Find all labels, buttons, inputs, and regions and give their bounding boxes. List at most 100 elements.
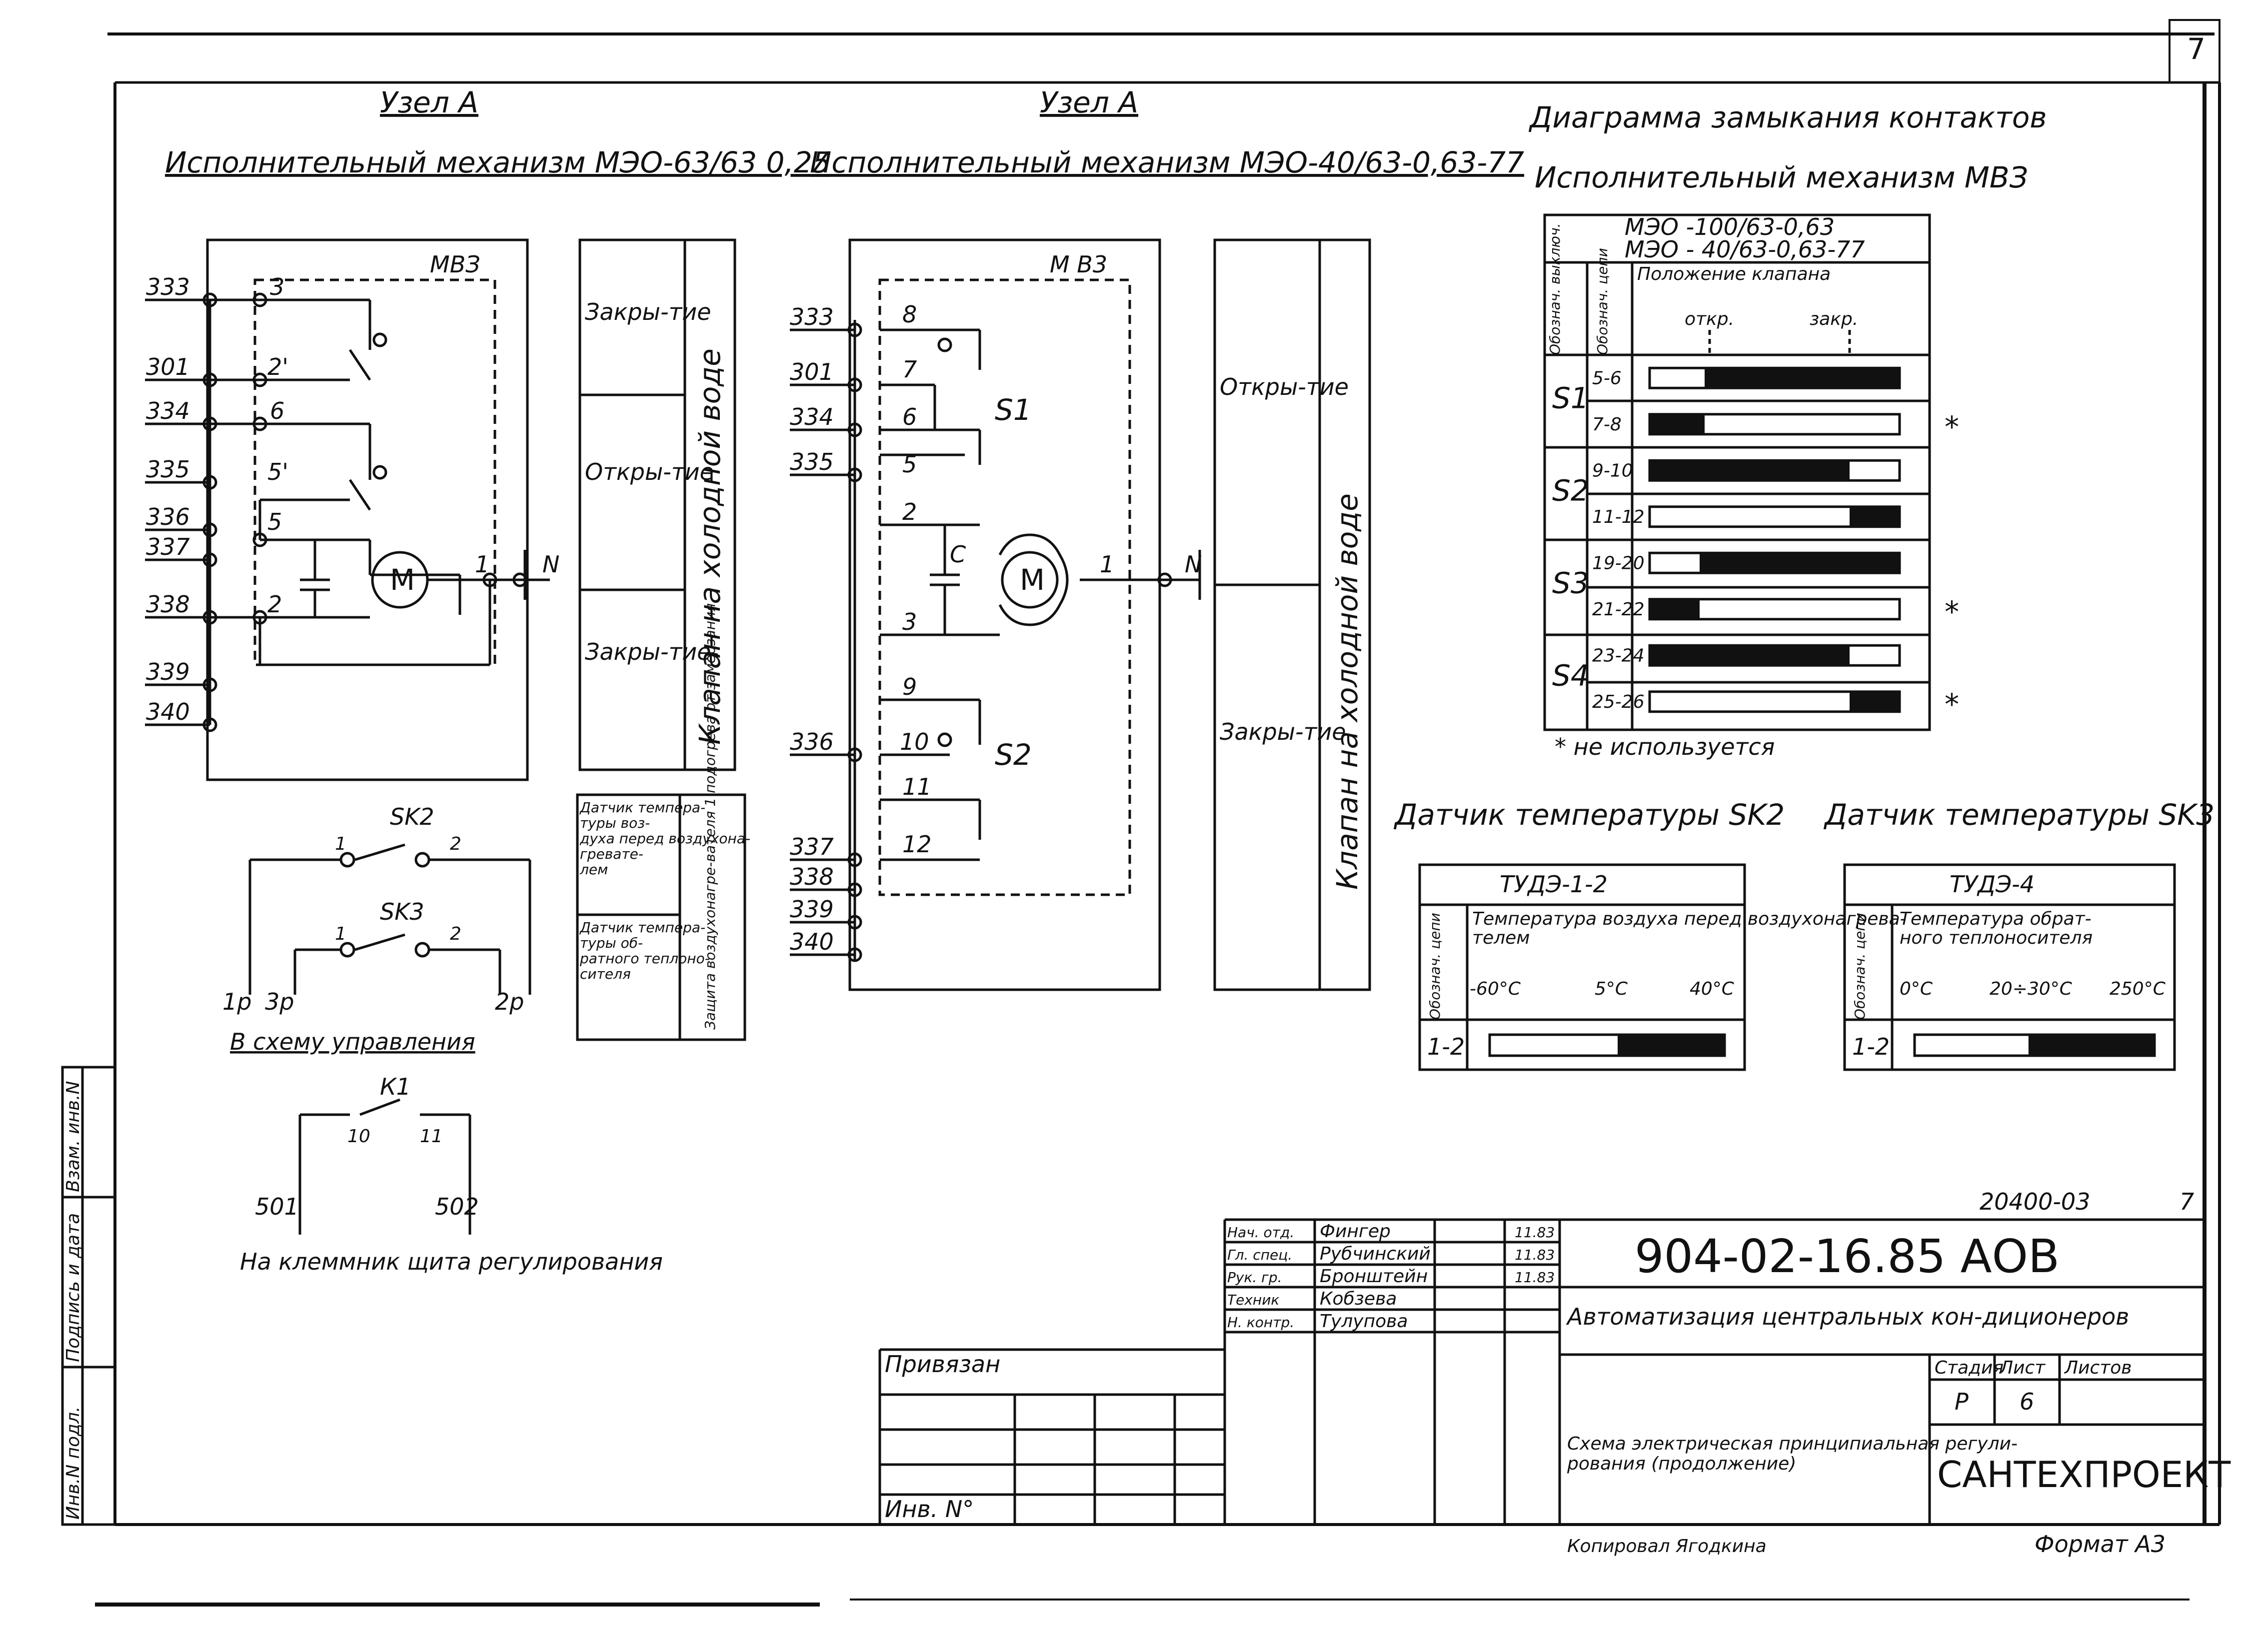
middle-legend-valve: Клапан на холодной воде: [1330, 493, 1364, 890]
inv-label: Инв. N°: [885, 1496, 974, 1523]
sk3-scale-max: 250°C: [2110, 979, 2166, 999]
contact-circuit-label: 11-12: [1592, 507, 1645, 527]
left-contact: 5': [267, 458, 288, 485]
model-2: МЭО - 40/63-0,63-77: [1625, 236, 1865, 263]
sk-pin: 1: [335, 834, 346, 854]
format-label: Формат А3: [2035, 1531, 2166, 1558]
col-position: Положение клапана: [1637, 264, 1831, 284]
staff-date: 11.83: [1515, 1269, 1555, 1286]
staff-role: Н. контр.: [1227, 1314, 1294, 1331]
middle-terminal: 336: [790, 728, 834, 755]
left-mechanism-title: Исполнительный механизм МЭО-63/63 0,25: [165, 145, 831, 179]
k1-pin: 10: [347, 1126, 370, 1147]
middle-contact: 2: [902, 498, 917, 525]
contact-switch-label: S1: [1552, 381, 1589, 415]
sk2-label: SK2: [390, 803, 434, 830]
bottom-label: 3р: [265, 988, 294, 1015]
contact-closed-bar: [1650, 460, 1850, 481]
left-margin-stamp: [61, 1066, 116, 1526]
contact-closed-bar: [1700, 553, 1900, 573]
relay-caption: На клеммник щита регулирования: [240, 1248, 663, 1275]
sensor-circuit-caption: В схему управления: [230, 1028, 475, 1055]
document-code: 904-02-16.85 АОВ: [1635, 1230, 2060, 1283]
note-sk3: Датчик темпера-туры об-ратного теплоно-с…: [579, 919, 710, 982]
sk3-scale-min: 0°C: [1900, 979, 1933, 999]
staff-name: Кобзева: [1320, 1289, 1397, 1309]
staff-role: Нач. отд.: [1227, 1224, 1294, 1241]
sheet-value: 6: [2020, 1388, 2034, 1415]
left-terminal: 335: [146, 456, 190, 483]
staff-role: Техник: [1227, 1292, 1279, 1308]
left-contact: 2': [267, 353, 288, 380]
capacitor-label: C: [950, 541, 966, 568]
contact-circuit-label: 5-6: [1592, 368, 1622, 388]
staff-role: Гл. спец.: [1227, 1247, 1292, 1263]
middle-legend-opening: Откры-тие: [1220, 373, 1349, 400]
contact-closed-bar: [1850, 506, 1900, 527]
middle-terminal: 340: [790, 928, 834, 955]
sk3-col-circuit: Обознач. цепи: [1852, 913, 1868, 1020]
contact-circuit-label: 7-8: [1592, 414, 1622, 435]
left-contact: 6: [270, 397, 284, 424]
sensor-circuit: [248, 843, 531, 1235]
note-purpose: Защита воздухонагре-вателя 1 подогрева о…: [702, 603, 718, 1030]
sk2-scale-min: -60°C: [1470, 979, 1521, 999]
left-mech-label: МВЗ: [430, 251, 480, 278]
sk2-title: Датчик температуры SK2: [1393, 798, 1785, 832]
left-contact: 3: [270, 273, 284, 300]
contact-closed-bar: [1650, 645, 1850, 666]
middle-contact: 1: [1100, 551, 1114, 578]
sk3-title: Датчик температуры SK3: [1823, 798, 2215, 832]
middle-contact: 11: [902, 773, 932, 800]
left-terminal: 334: [146, 397, 190, 424]
organization: САНТЕХПРОЕКТ: [1937, 1454, 2231, 1496]
middle-mech-label: М В3: [1050, 251, 1107, 278]
sk2-circuit: 1-2: [1427, 1033, 1465, 1060]
middle-terminal: 337: [790, 833, 834, 860]
sk2-scale-max: 40°C: [1690, 979, 1735, 999]
staff-name: Рубчинский: [1320, 1244, 1431, 1264]
middle-schematic: [790, 238, 1201, 991]
middle-contact: 8: [902, 301, 917, 328]
middle-terminal: 339: [790, 896, 834, 923]
middle-contact: N: [1185, 551, 1202, 578]
contact-diagram-table: [1543, 213, 1931, 731]
unused-marker: *: [1945, 595, 1959, 629]
sk3-circuit: 1-2: [1852, 1033, 1890, 1060]
middle-mechanism-title: Исполнительный механизм МЭО-40/63-0,63-7…: [810, 145, 1524, 179]
contact-circuit-label: 19-20: [1592, 553, 1645, 573]
sk3-label: SK3: [380, 898, 424, 925]
sk3-model: ТУДЭ-4: [1950, 871, 2035, 898]
top-code: 20400-03: [1980, 1188, 2090, 1215]
bottom-label: 2р: [495, 988, 524, 1015]
left-terminal: 340: [146, 698, 190, 725]
contact-switch-label: S2: [1552, 473, 1589, 507]
staff-date: 11.83: [1515, 1224, 1555, 1241]
staff-date: 11.83: [1515, 1247, 1555, 1263]
middle-contact: 9: [902, 673, 917, 700]
col-switch: Обознач. выключ.: [1547, 223, 1563, 355]
sk3-closed-bar: [2028, 1033, 2156, 1057]
middle-terminal: 335: [790, 448, 834, 475]
k1-label: К1: [380, 1073, 411, 1100]
sk3-table: [1843, 863, 2176, 1071]
left-contact: 1: [475, 551, 489, 578]
sheets-label: Листов: [2064, 1358, 2132, 1378]
left-schematic: [145, 238, 550, 781]
sheet-frame: [95, 19, 2221, 1607]
middle-contact: 12: [902, 831, 932, 858]
sk3-scale-mid: 20÷30°C: [1990, 979, 2073, 999]
sk2-closed-bar: [1618, 1033, 1726, 1057]
open-label: откр.: [1685, 309, 1734, 329]
closed-label: закр.: [1810, 309, 1858, 329]
contact-switch-label: S3: [1552, 566, 1589, 600]
contact-circuit-label: 9-10: [1592, 460, 1633, 481]
middle-terminal: 334: [790, 403, 834, 430]
contact-closed-bar: [1850, 691, 1900, 712]
left-terminal: 338: [146, 591, 190, 618]
middle-legend: [1213, 238, 1371, 991]
contact-circuit-label: 25-26: [1592, 692, 1645, 712]
sk3-header: Температура обрат-ного теплоносителя: [1900, 909, 2093, 948]
bound-label: Привязан: [885, 1351, 1000, 1378]
